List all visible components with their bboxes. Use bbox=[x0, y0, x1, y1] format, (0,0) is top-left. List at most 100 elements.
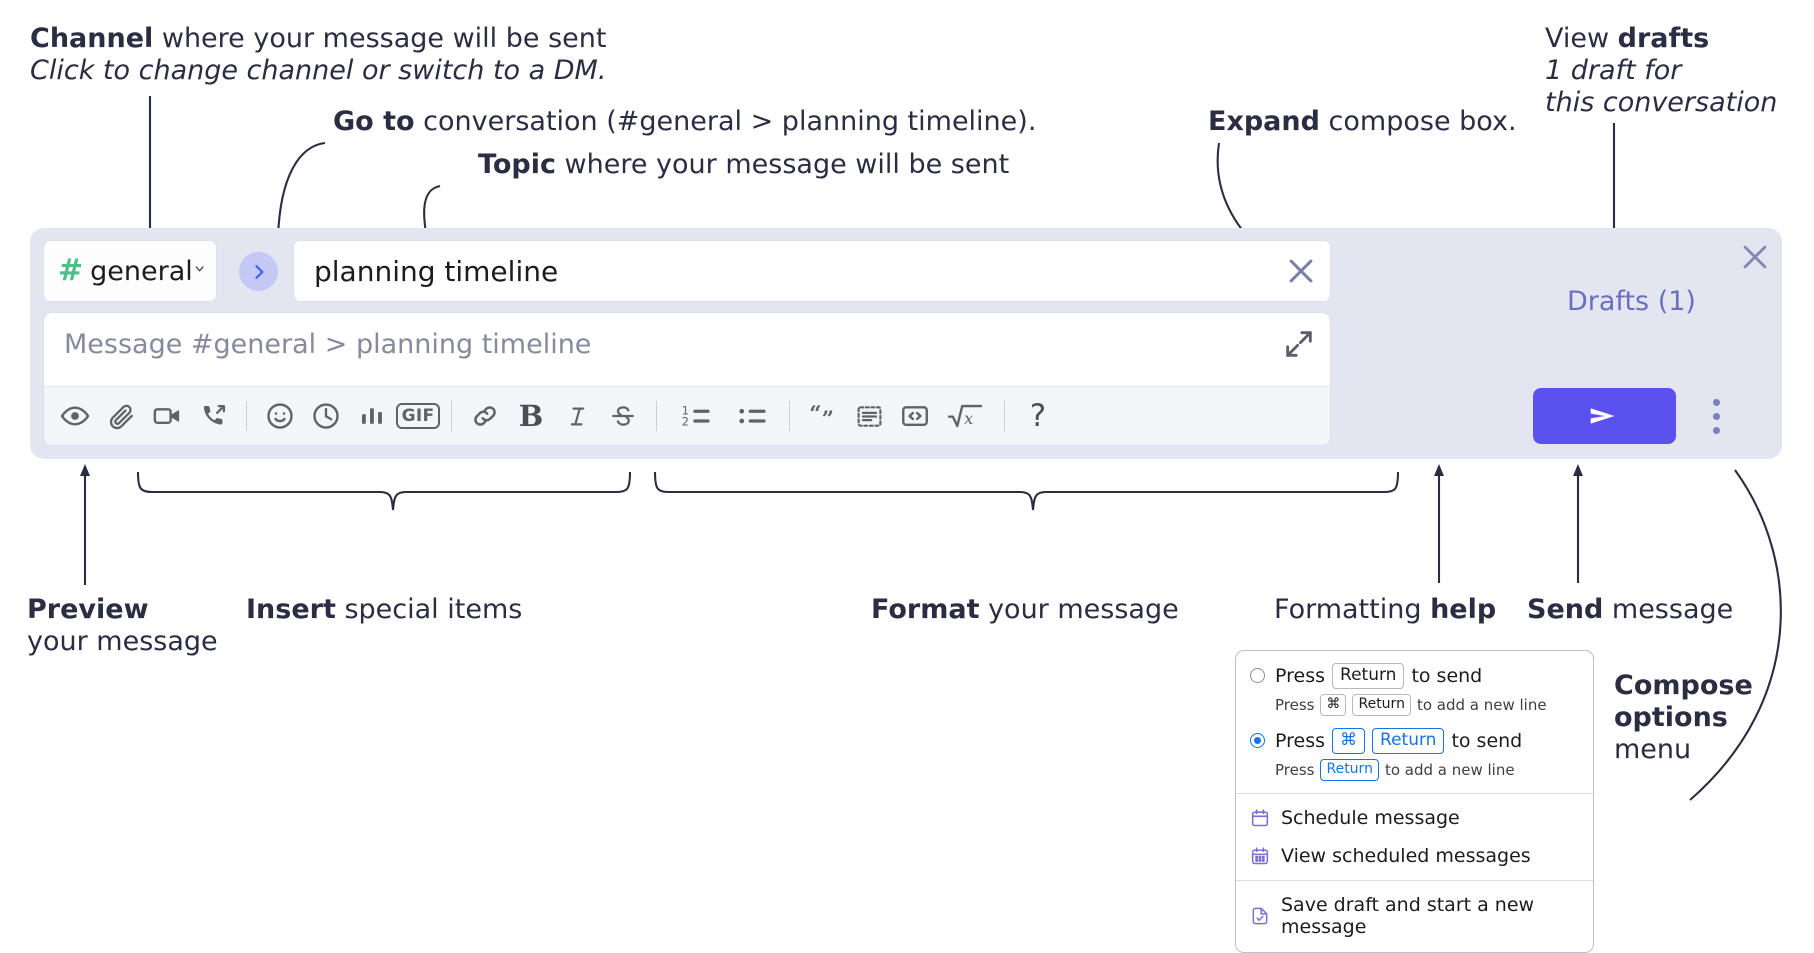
svg-text:”: ” bbox=[822, 407, 834, 431]
channel-name-label: general bbox=[90, 255, 193, 287]
opt2-sub-pre: Press bbox=[1275, 760, 1315, 779]
svg-text:1: 1 bbox=[681, 404, 688, 417]
key-command-main: ⌘ bbox=[1332, 727, 1366, 754]
bold-icon[interactable]: B bbox=[518, 399, 544, 433]
link-icon[interactable] bbox=[462, 394, 508, 438]
svg-text:2: 2 bbox=[681, 415, 688, 428]
radio-option-return[interactable]: Press Return to send bbox=[1236, 661, 1593, 691]
annotation-send-bold: Send bbox=[1527, 594, 1604, 625]
annotation-goto-rest: conversation (#general > planning timeli… bbox=[414, 106, 1037, 137]
poll-bars-icon[interactable] bbox=[349, 394, 395, 438]
annotation-format: Format your message bbox=[871, 594, 1179, 626]
code-block-icon[interactable] bbox=[846, 394, 892, 438]
message-compose-box: Message #general > planning timeline bbox=[43, 312, 1331, 446]
annotation-format-rest: your message bbox=[979, 594, 1179, 625]
menu-item-save-draft[interactable]: Save draft and start a new message bbox=[1236, 886, 1593, 946]
leader-goto bbox=[276, 141, 326, 239]
annotation-channel-italic: Click to change channel or switch to a D… bbox=[30, 54, 607, 86]
separator-2 bbox=[451, 401, 452, 431]
radio-option-cmd-return[interactable]: Press ⌘ Return to send bbox=[1236, 726, 1593, 756]
key-return-sub2: Return bbox=[1320, 758, 1379, 781]
annotation-preview-rest: your message bbox=[27, 625, 218, 657]
ordered-list-icon[interactable]: 1 2 bbox=[667, 394, 723, 438]
attachment-icon[interactable] bbox=[98, 394, 144, 438]
save-draft-icon bbox=[1250, 906, 1270, 926]
annotation-compose-options-rest: menu bbox=[1614, 733, 1692, 765]
drafts-link[interactable]: Drafts (1) bbox=[1567, 286, 1696, 317]
annotation-insert-rest: special items bbox=[335, 594, 523, 625]
math-icon[interactable]: x bbox=[938, 394, 994, 438]
annotation-insert-bold: Insert bbox=[246, 594, 336, 625]
radio-option-cmd-return-sub: Press Return to add a new line bbox=[1236, 756, 1593, 784]
annotation-preview-bold: Preview bbox=[27, 594, 149, 625]
opt2-main-pre: Press bbox=[1275, 729, 1326, 752]
emoji-icon[interactable] bbox=[257, 394, 303, 438]
help-question-icon[interactable]: ? bbox=[1015, 394, 1061, 438]
radio-button-selected[interactable] bbox=[1250, 733, 1265, 749]
hash-channel-icon: # bbox=[58, 253, 84, 288]
clock-icon[interactable] bbox=[303, 394, 349, 438]
annotation-preview: Preview your message bbox=[27, 594, 218, 658]
separator-4 bbox=[789, 401, 790, 431]
annotation-send-rest: message bbox=[1603, 594, 1734, 625]
annotation-channel: Channel where your message will be sent … bbox=[30, 23, 606, 87]
send-button[interactable] bbox=[1533, 388, 1676, 444]
menu-item-view-scheduled-label: View scheduled messages bbox=[1281, 844, 1531, 867]
annotation-formatting-help: Formatting help bbox=[1274, 594, 1496, 626]
annotation-goto: Go to conversation (#general > planning … bbox=[333, 106, 1036, 138]
separator-1 bbox=[246, 401, 247, 431]
chevron-down-icon bbox=[193, 262, 206, 280]
channel-selector[interactable]: # general bbox=[43, 240, 217, 302]
annotation-channel-bold: Channel bbox=[30, 23, 154, 54]
italic-icon[interactable] bbox=[554, 394, 600, 438]
opt2-sub-post: to add a new line bbox=[1384, 760, 1515, 779]
annotation-compose-options-bold2: options bbox=[1614, 701, 1728, 733]
topic-input[interactable]: planning timeline bbox=[293, 240, 1331, 302]
arrowhead-preview bbox=[80, 464, 90, 476]
annotation-format-bold: Format bbox=[871, 594, 980, 625]
close-icon[interactable] bbox=[1284, 254, 1318, 288]
menu-item-schedule-message[interactable]: Schedule message bbox=[1236, 799, 1593, 837]
compose-options-button[interactable] bbox=[1700, 390, 1732, 442]
annotation-drafts: View drafts 1 draft for this conversatio… bbox=[1545, 23, 1777, 119]
close-icon[interactable] bbox=[1738, 240, 1772, 274]
audio-call-icon[interactable] bbox=[190, 394, 236, 438]
opt1-main-pre: Press bbox=[1275, 664, 1326, 687]
annotation-expand-rest: compose box. bbox=[1319, 106, 1517, 137]
annotation-goto-bold: Go to bbox=[333, 106, 415, 137]
help-question-label: ? bbox=[1029, 398, 1047, 434]
opt1-main-post: to send bbox=[1411, 664, 1483, 687]
annotation-drafts-italic1: 1 draft for bbox=[1545, 54, 1682, 86]
strikethrough-icon[interactable] bbox=[600, 394, 646, 438]
radio-option-return-sub: Press ⌘ Return to add a new line bbox=[1236, 691, 1593, 719]
kebab-dot-2 bbox=[1712, 412, 1720, 420]
annotation-drafts-bold: drafts bbox=[1617, 23, 1710, 54]
inline-code-icon[interactable] bbox=[892, 394, 938, 438]
send-paper-plane-icon bbox=[1585, 396, 1625, 436]
kebab-dot-3 bbox=[1712, 426, 1720, 434]
bulleted-list-icon[interactable] bbox=[723, 394, 779, 438]
expand-diagonal-icon[interactable] bbox=[1282, 327, 1316, 361]
arrowhead-formatting-help bbox=[1434, 464, 1444, 476]
radio-button-unselected[interactable] bbox=[1250, 668, 1265, 684]
key-return-main: Return bbox=[1372, 727, 1445, 754]
gif-icon[interactable]: GIF bbox=[395, 394, 441, 438]
key-return-sub: Return bbox=[1352, 693, 1411, 716]
menu-item-view-scheduled[interactable]: View scheduled messages bbox=[1236, 837, 1593, 875]
annotation-topic-rest: where your message will be sent bbox=[555, 149, 1010, 180]
compose-main-column: # general planning timeline Messag bbox=[43, 240, 1331, 446]
annotation-formatting-help-lead: Formatting bbox=[1274, 594, 1431, 625]
annotation-expand: Expand compose box. bbox=[1208, 106, 1517, 138]
blockquote-icon[interactable]: “” bbox=[800, 394, 846, 438]
menu-item-save-draft-label: Save draft and start a new message bbox=[1281, 893, 1535, 938]
compose-panel: # general planning timeline Messag bbox=[30, 228, 1782, 459]
separator-3 bbox=[656, 401, 657, 431]
goto-conversation-button[interactable] bbox=[239, 252, 278, 291]
video-camera-icon[interactable] bbox=[144, 394, 190, 438]
message-input[interactable]: Message #general > planning timeline bbox=[44, 313, 1330, 387]
opt1-sub-post: to add a new line bbox=[1416, 695, 1547, 714]
preview-icon[interactable] bbox=[52, 394, 98, 438]
radio-option-cmd-return-label: Press ⌘ Return to send bbox=[1275, 727, 1522, 754]
topic-value: planning timeline bbox=[314, 254, 559, 288]
formatting-toolbar: GIF B bbox=[44, 386, 1330, 445]
